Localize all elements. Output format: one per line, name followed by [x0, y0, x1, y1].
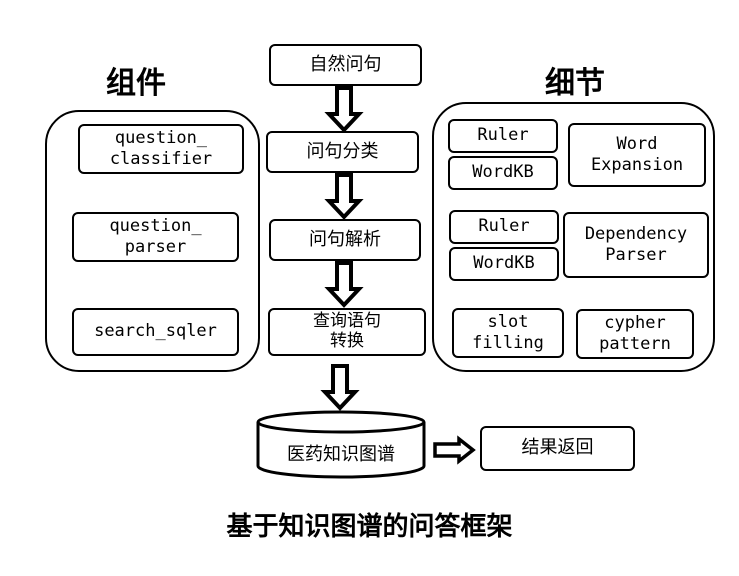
question-classifier-box: question_ classifier — [78, 124, 244, 174]
details-heading: 细节 — [545, 66, 605, 101]
arrow-down-icon — [324, 261, 364, 308]
question-parser-box: question_ parser — [72, 212, 239, 262]
question-classification-box: 问句分类 — [266, 131, 419, 173]
figure-caption: 基于知识图谱的问答框架 — [226, 512, 513, 542]
question-parsing-box: 问句解析 — [269, 219, 421, 261]
result-return-box: 结果返回 — [480, 426, 635, 471]
word-expansion-box: Word Expansion — [568, 123, 706, 187]
natural-question-box: 自然问句 — [269, 44, 422, 86]
search-sqler-box: search_sqler — [72, 308, 239, 356]
arrow-down-icon — [324, 173, 364, 220]
slot-filling-box: slot filling — [452, 308, 564, 358]
arrow-right-icon — [433, 435, 476, 465]
ruler-box: Ruler — [449, 210, 559, 244]
dependency-parser-box: Dependency Parser — [563, 212, 709, 278]
database-cylinder-icon — [256, 410, 426, 479]
components-heading: 组件 — [106, 66, 166, 101]
query-conversion-box: 查询语句 转换 — [268, 308, 426, 356]
arrow-down-icon — [320, 364, 360, 411]
ruler-box: Ruler — [448, 119, 558, 153]
wordkb-box: WordKB — [449, 247, 559, 281]
arrow-down-icon — [324, 86, 364, 133]
knowledge-graph-label: 医药知识图谱 — [287, 444, 395, 465]
wordkb-box: WordKB — [448, 156, 558, 190]
cypher-pattern-box: cypher pattern — [576, 309, 694, 359]
